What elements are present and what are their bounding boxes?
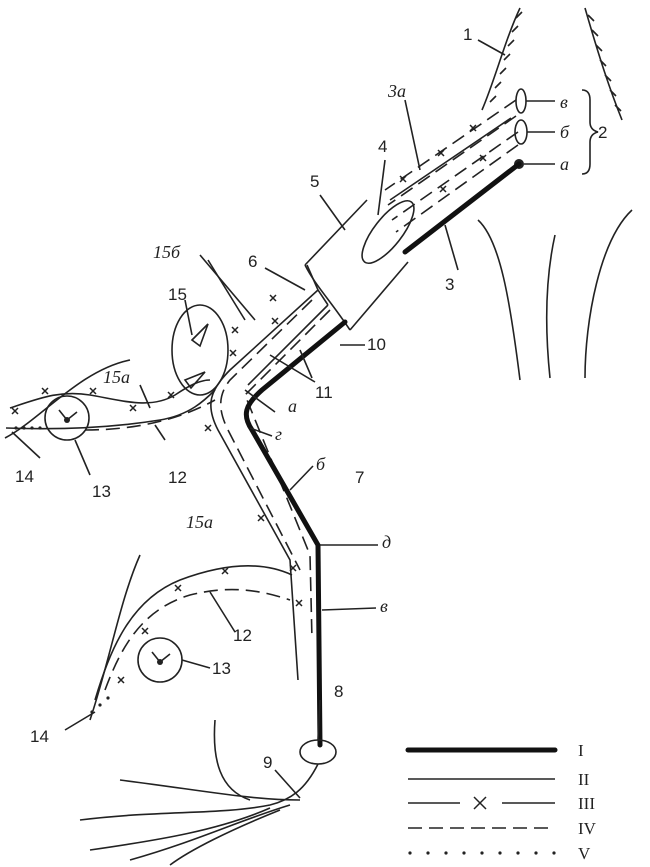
upper-branch bbox=[4, 359, 216, 441]
root-fibers bbox=[384, 99, 522, 255]
label-15a-bottom: 15а bbox=[186, 512, 213, 532]
label-5: 5 bbox=[310, 172, 319, 191]
label-7: 7 bbox=[355, 468, 364, 487]
spinal-cord-outline bbox=[477, 7, 633, 381]
label-8: 8 bbox=[334, 682, 343, 701]
legend-label-V: V bbox=[578, 844, 591, 863]
label-6: 6 bbox=[248, 252, 257, 271]
label-root-b: б bbox=[560, 122, 570, 142]
ganglion-13-top bbox=[44, 395, 90, 441]
legend-label-IV: IV bbox=[578, 819, 597, 838]
legend-label-II: II bbox=[578, 770, 590, 789]
legend-label-III: III bbox=[578, 794, 595, 813]
legend-label-I: I bbox=[578, 741, 584, 760]
label-3: 3 bbox=[445, 275, 454, 294]
label-1: 1 bbox=[463, 25, 472, 44]
label-nerve-d: д bbox=[382, 532, 391, 552]
label-15: 15 bbox=[168, 285, 187, 304]
label-14-top: 14 bbox=[15, 467, 34, 486]
label-11: 11 bbox=[315, 383, 333, 402]
label-15b: 15б bbox=[153, 242, 181, 262]
label-9: 9 bbox=[263, 753, 272, 772]
main-nerve bbox=[210, 289, 348, 748]
label-13-top: 13 bbox=[92, 482, 111, 501]
label-15a-top: 15а bbox=[103, 367, 130, 387]
label-root-a: а bbox=[560, 154, 569, 174]
label-2: 2 bbox=[598, 123, 607, 142]
label-12-bottom: 12 bbox=[233, 626, 252, 645]
label-nerve-a: а bbox=[288, 396, 297, 416]
label-nerve-g: г bbox=[275, 424, 282, 444]
label-root-v: в bbox=[560, 92, 568, 112]
legend-line-V bbox=[408, 851, 556, 855]
legend-line-III bbox=[408, 796, 555, 810]
nerve-ending bbox=[79, 719, 337, 866]
roots-group bbox=[514, 88, 599, 175]
legend: I II III IV V bbox=[405, 741, 597, 863]
label-nerve-b: б bbox=[316, 454, 326, 474]
ganglion-15 bbox=[171, 304, 229, 396]
root-v-oval bbox=[515, 88, 527, 114]
label-4: 4 bbox=[378, 137, 387, 156]
sheath-cylinder bbox=[304, 199, 415, 331]
label-3a: 3а bbox=[387, 81, 406, 101]
label-12-top: 12 bbox=[168, 468, 187, 487]
leader-lines bbox=[11, 39, 506, 799]
label-nerve-v: в bbox=[380, 596, 388, 616]
dotted-line-top bbox=[14, 426, 42, 430]
cross-marks bbox=[11, 124, 487, 684]
label-14-bottom: 14 bbox=[30, 727, 49, 746]
label-10: 10 bbox=[367, 335, 386, 354]
label-13-bottom: 13 bbox=[212, 659, 231, 678]
lower-branch bbox=[89, 554, 293, 721]
